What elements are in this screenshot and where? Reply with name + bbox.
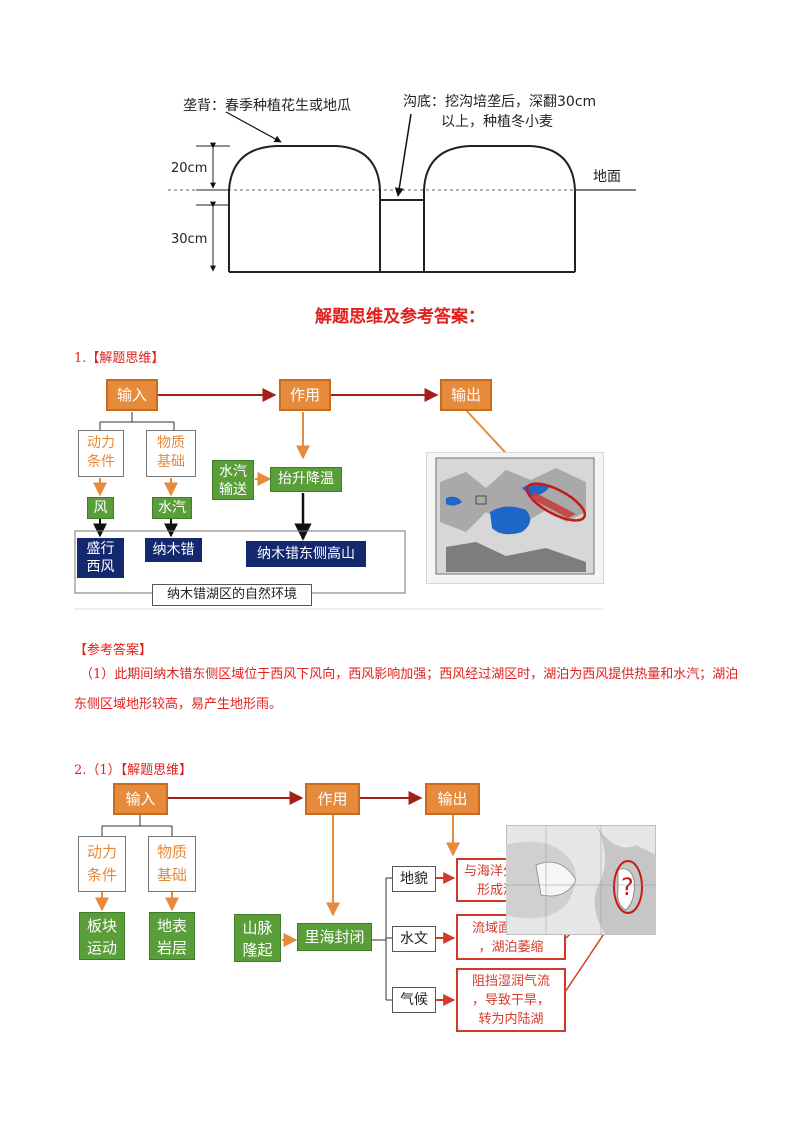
q2-question-mark-icon: ?	[621, 873, 634, 901]
q2-caspian-shape	[617, 868, 635, 911]
q1-vapor-transport-line2: 输送	[219, 482, 247, 498]
q1-driver-line1: 动力	[87, 435, 115, 451]
furrow-label-line2: 以上，种植冬小麦	[441, 114, 553, 130]
q2-effect-box: 作用	[305, 783, 360, 815]
q2-surface-line1: 地表	[156, 917, 187, 935]
q2-surface-box: 地表 岩层	[149, 912, 195, 960]
q2-label: 2.（1）【解题思维】	[74, 763, 193, 778]
q2-closure-box: 里海封闭	[297, 923, 372, 951]
q1-westerly-line1: 盛行	[86, 541, 115, 557]
furrow-label-line1: 沟底：挖沟培垄后，深翻30cm	[403, 94, 596, 110]
q1-connectors	[74, 388, 604, 610]
q2-driver-line2: 条件	[86, 866, 117, 884]
q2-driver-box: 动力 条件	[78, 836, 126, 892]
q1-answer-text: （1）此期间纳木错东侧区域位于西风下风向，西风影响加强；西风经过湖区时，湖泊为西…	[74, 667, 739, 712]
ridge-left	[228, 145, 381, 272]
ridge-pointer-arrow	[225, 111, 282, 143]
q2-hydrology-box: 水文	[392, 926, 436, 952]
q1-highlight-ellipse	[525, 482, 587, 522]
q1-lake-shape	[490, 506, 531, 535]
ground-label: 地面	[593, 169, 621, 185]
q1-wind-box: 风	[87, 497, 114, 519]
page-heading: 解题思维及参考答案：	[315, 307, 485, 327]
q1-westerly-box: 盛行 西风	[77, 538, 124, 578]
q2-uplift-box: 山脉 隆起	[234, 914, 281, 962]
q2-output-box: 输出	[425, 783, 480, 815]
ridge-furrow-diagram: 垄背：春季种植花生或地瓜 沟底：挖沟培垄后，深翻30cm 以上，种植冬小麦 20…	[168, 94, 636, 273]
q2-material-box: 物质 基础	[148, 836, 196, 892]
q1-driver-box: 动力 条件	[78, 430, 124, 477]
q1-lift-cool-box: 抬升降温	[270, 467, 342, 492]
q2-plate-line1: 板块	[86, 917, 117, 935]
height-30-label: 30cm	[171, 232, 207, 247]
q1-vapor-transport-line1: 水汽	[219, 464, 247, 480]
q1-label: 1.【解题思维】	[74, 351, 165, 366]
q2-plate-box: 板块 运动	[79, 912, 125, 960]
q2-hydrology-result-line2: ，湖泊萎缩	[478, 940, 544, 955]
q2-uplift-line1: 山脉	[242, 919, 273, 937]
q2-highlight-ellipse	[613, 860, 643, 914]
q1-vapor-transport-box: 水汽 输送	[212, 460, 254, 500]
q1-namco-east-box: 纳木错东侧高山	[246, 541, 366, 567]
q2-climate-result-line2: ，导致干旱，	[471, 993, 550, 1008]
q2-surface-line2: 岩层	[156, 939, 187, 957]
q2-climate-result-line3: 转为内陆湖	[478, 1012, 544, 1027]
q2-input-box: 输入	[113, 783, 168, 815]
q2-plate-line2: 运动	[86, 939, 117, 957]
q1-material-line2: 基础	[157, 454, 185, 470]
height-20-label: 20cm	[171, 161, 207, 176]
ridge-right	[423, 145, 576, 272]
q2-driver-line1: 动力	[86, 843, 117, 861]
q2-caspian-map-image: ?	[506, 825, 656, 935]
q1-effect-box: 作用	[279, 379, 331, 411]
q2-material-line2: 基础	[156, 866, 187, 884]
q1-westerly-line2: 西风	[86, 559, 115, 575]
q1-namco-box: 纳木错	[145, 538, 202, 562]
q2-climate-result-box: 阻挡湿润气流 ，导致干旱， 转为内陆湖	[456, 968, 566, 1032]
ridge-label: 垄背：春季种植花生或地瓜	[183, 98, 351, 114]
q2-climate-result-line1: 阻挡湿润气流	[471, 974, 550, 989]
q2-landform-box: 地貌	[392, 866, 436, 892]
q1-output-box: 输出	[440, 379, 492, 411]
q2-material-line1: 物质	[156, 843, 187, 861]
q1-vapor-box: 水汽	[152, 497, 192, 519]
q2-uplift-line2: 隆起	[242, 941, 273, 959]
q1-material-line1: 物质	[157, 435, 185, 451]
q1-driver-line2: 条件	[87, 454, 115, 470]
q1-material-box: 物质 基础	[146, 430, 196, 477]
q1-namco-map-image	[426, 452, 604, 584]
q1-input-box: 输入	[106, 379, 158, 411]
q2-climate-box: 气候	[392, 987, 436, 1013]
q1-answer-label: 【参考答案】	[74, 643, 153, 658]
q1-environment-box: 纳木错湖区的自然环境	[152, 584, 312, 606]
furrow-pointer-arrow	[394, 113, 412, 197]
